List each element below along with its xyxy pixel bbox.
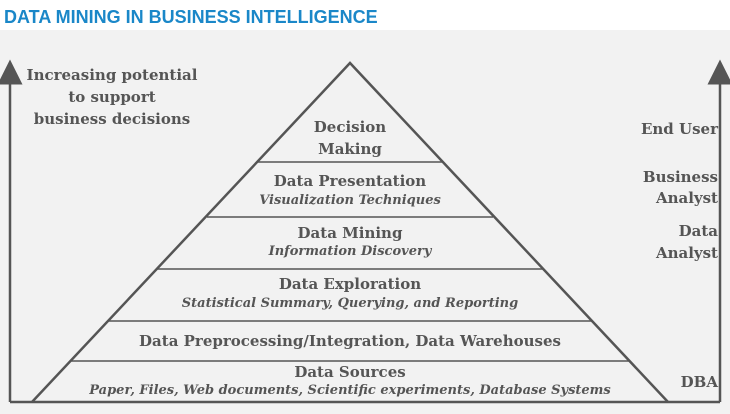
layer-sublabel: Paper, Files, Web documents, Scientific … [89, 383, 611, 398]
layer-label: Making [318, 140, 382, 158]
role-dba: DBA [600, 372, 718, 392]
layer-data-presentation: Data Presentation Visualization Techniqu… [200, 171, 500, 211]
role-label: Analyst [655, 244, 718, 262]
pyramid-outline [31, 61, 669, 403]
role-data-analyst: Data Analyst [600, 220, 718, 264]
role-label: Business [642, 168, 718, 186]
layer-sublabel: Information Discovery [268, 244, 432, 259]
role-label: DBA [680, 373, 718, 391]
left-caption-line: business decisions [33, 110, 191, 128]
layer-label: Data Mining [297, 224, 403, 242]
layer-data-exploration: Data Exploration Statistical Summary, Qu… [100, 274, 600, 314]
role-label: Data [678, 222, 718, 240]
layer-data-mining: Data Mining Information Discovery [150, 223, 550, 261]
layer-data-preprocessing: Data Preprocessing/Integration, Data War… [70, 331, 630, 351]
layer-label: Decision [313, 118, 387, 136]
page-title: DATA MINING IN BUSINESS INTELLIGENCE [4, 7, 378, 27]
role-label: End User [640, 120, 718, 138]
layer-label: Data Preprocessing/Integration, Data War… [139, 332, 561, 350]
role-business-analyst: Business Analyst [600, 167, 718, 209]
layer-data-sources: Data Sources Paper, Files, Web documents… [40, 362, 660, 400]
role-end-user: End User [600, 119, 718, 139]
layer-label: Data Presentation [273, 172, 427, 190]
left-caption: Increasing potential to support business… [22, 64, 202, 130]
diagram-panel [0, 30, 730, 414]
layer-decision-making: Decision Making [250, 116, 450, 160]
role-label: Analyst [655, 189, 718, 207]
layer-label: Data Sources [294, 363, 406, 381]
layer-sublabel: Visualization Techniques [259, 193, 441, 208]
left-caption-line: to support [68, 88, 156, 106]
left-caption-line: Increasing potential [26, 66, 198, 84]
layer-label: Data Exploration [278, 275, 422, 293]
layer-sublabel: Statistical Summary, Querying, and Repor… [181, 296, 519, 311]
